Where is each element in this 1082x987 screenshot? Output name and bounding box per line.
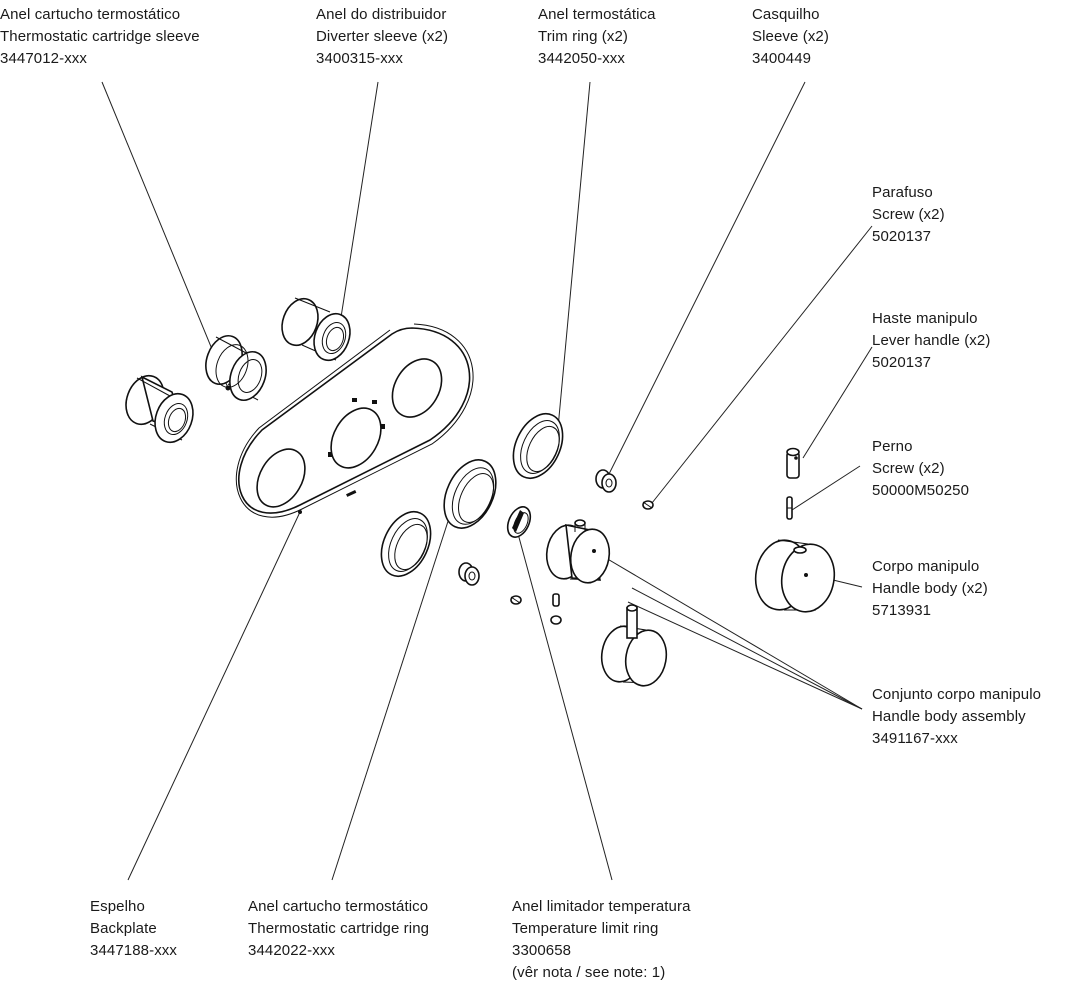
callout-handle-body: Corpo manipulo Handle body (x2) 5713931 <box>872 556 988 622</box>
sleeve-parts <box>458 469 617 586</box>
callout-en: Handle body assembly <box>872 708 1026 725</box>
callout-pt: Parafuso <box>872 184 933 201</box>
temp-limit-ring-part <box>506 506 532 538</box>
backplate-part <box>235 323 474 518</box>
callout-en: Thermostatic cartridge sleeve <box>0 28 200 45</box>
leader-lines <box>101 81 873 881</box>
callout-code: 3400315-xxx <box>316 50 403 67</box>
callout-trim-ring: Anel termostática Trim ring (x2) 3442050… <box>538 4 656 70</box>
callout-diverter-sleeve: Anel do distribuidor Diverter sleeve (x2… <box>316 4 448 70</box>
callout-pt: Corpo manipulo <box>872 558 980 575</box>
callout-note: (vêr nota / see note: 1) <box>512 964 666 981</box>
callout-pt: Perno <box>872 438 913 455</box>
callout-temp-limit-ring: Anel limitador temperatura Temperature l… <box>512 896 691 984</box>
callout-en: Thermostatic cartridge ring <box>248 920 430 937</box>
callout-en: Sleeve (x2) <box>752 28 829 45</box>
trim-ring-upper-part <box>512 413 564 479</box>
handle-body-right-part <box>754 539 836 613</box>
trim-ring-lower-part <box>380 511 432 577</box>
callout-handle-body-assembly: Conjunto corpo manipulo Handle body asse… <box>872 684 1041 750</box>
callout-code: 5713931 <box>872 602 932 619</box>
callout-code: 3442022-xxx <box>248 942 335 959</box>
callout-cartridge-ring: Anel cartucho termostático Thermostatic … <box>248 896 429 962</box>
callout-en: Lever handle (x2) <box>872 332 991 349</box>
callout-code: 3442050-xxx <box>538 50 625 67</box>
callout-pt: Espelho <box>90 898 145 915</box>
screw-parts <box>510 500 654 605</box>
callout-pt: Anel do distribuidor <box>316 6 447 23</box>
callout-pt: Anel cartucho termostático <box>248 898 429 915</box>
callout-lever-handle: Haste manipulo Lever handle (x2) 5020137 <box>872 308 990 374</box>
callout-en: Temperature limit ring <box>512 920 659 937</box>
callout-code: 3491167-xxx <box>872 730 958 747</box>
callout-pt: Casquilho <box>752 6 820 23</box>
callout-pin-screw: Perno Screw (x2) 50000M50250 <box>872 436 969 502</box>
callout-code: 50000M50250 <box>872 482 970 499</box>
callout-pt: Haste manipulo <box>872 310 978 327</box>
pin-parts <box>550 593 562 625</box>
callout-en: Screw (x2) <box>872 460 945 477</box>
callout-backplate: Espelho Backplate 3447188-xxx <box>90 896 177 962</box>
pin-screw-part <box>786 496 793 520</box>
callout-en: Trim ring (x2) <box>538 28 629 45</box>
callout-pt: Conjunto corpo manipulo <box>872 686 1042 703</box>
callout-code: 5020137 <box>872 228 932 245</box>
lever-handle-part <box>786 447 800 479</box>
callout-pt: Anel termostática <box>538 6 656 23</box>
callout-code: 3447012-xxx <box>0 50 87 67</box>
callout-cartridge-sleeve: Anel cartucho termostático Thermostatic … <box>0 4 200 70</box>
callout-screw: Parafuso Screw (x2) 5020137 <box>872 182 945 248</box>
callout-sleeve: Casquilho Sleeve (x2) 3400449 <box>752 4 829 70</box>
handle-body-center-part <box>545 519 611 584</box>
callout-en: Handle body (x2) <box>872 580 988 597</box>
cartridge-sleeve-left-part <box>125 374 194 444</box>
callout-code: 3447188-xxx <box>90 942 177 959</box>
callout-en: Diverter sleeve (x2) <box>316 28 449 45</box>
handle-body-assembly-part <box>600 604 668 687</box>
callout-pt: Anel limitador temperatura <box>512 898 691 915</box>
callout-code: 5020137 <box>872 354 932 371</box>
cartridge-ring-part <box>443 459 497 529</box>
callout-en: Screw (x2) <box>872 206 945 223</box>
callout-pt: Anel cartucho termostático <box>0 6 181 23</box>
diverter-sleeve-part <box>281 297 351 362</box>
callout-en: Backplate <box>90 920 157 937</box>
callout-code: 3400449 <box>752 50 812 67</box>
callout-code: 3300658 <box>512 942 572 959</box>
cartridge-sleeve-part <box>205 334 267 402</box>
